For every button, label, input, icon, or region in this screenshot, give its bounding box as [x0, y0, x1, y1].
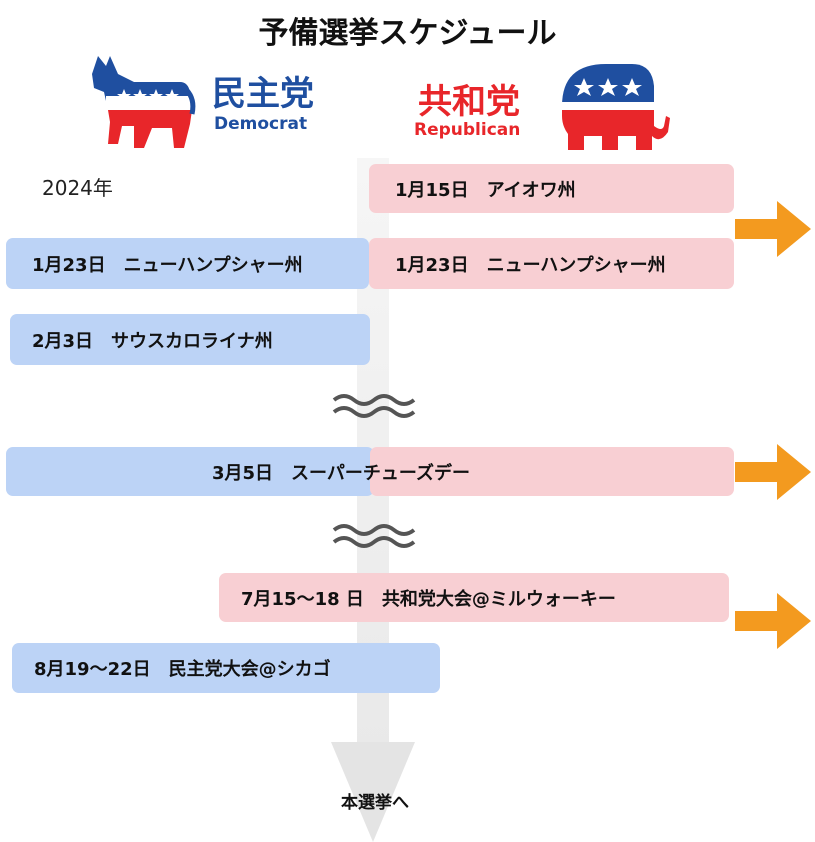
event-democrat-convention: 8月19～22日 民主党大会@シカゴ	[12, 643, 440, 693]
republican-name: 共和党	[418, 82, 520, 122]
event-super-tuesday-republican-side	[370, 447, 734, 496]
event-label: 7月15～18 日 共和党大会@ミルウォーキー	[241, 588, 616, 610]
right-arrow-icon	[735, 201, 811, 257]
time-gap-wave-icon	[332, 524, 416, 548]
event-label: 1月15日 アイオワ州	[395, 179, 576, 201]
event-super-tuesday-democrat-side	[6, 447, 374, 496]
event-republican-iowa: 1月15日 アイオワ州	[369, 164, 734, 213]
event-republican-new-hampshire: 1月23日 ニューハンプシャー州	[369, 238, 734, 289]
republican-name-en: Republican	[414, 120, 521, 140]
event-republican-convention: 7月15～18 日 共和党大会@ミルウォーキー	[219, 573, 729, 622]
year-label: 2024年	[42, 176, 113, 200]
time-gap-wave-icon	[332, 394, 416, 418]
page-title: 予備選挙スケジュール	[258, 16, 557, 51]
right-arrow-icon	[735, 593, 811, 649]
event-democrat-new-hampshire: 1月23日 ニューハンプシャー州	[6, 238, 369, 289]
elephant-icon	[562, 64, 670, 150]
event-label: 8月19～22日 民主党大会@シカゴ	[34, 659, 331, 680]
event-label: 2月3日 サウスカロライナ州	[32, 330, 273, 352]
general-election-label: 本選挙へ	[341, 793, 409, 813]
right-arrow-icon	[735, 444, 811, 500]
donkey-icon	[92, 56, 196, 148]
democrat-name-en: Democrat	[214, 114, 308, 134]
event-label: 1月23日 ニューハンプシャー州	[395, 254, 666, 276]
timeline-arrowhead	[331, 742, 415, 842]
event-label: 1月23日 ニューハンプシャー州	[32, 254, 303, 276]
event-democrat-south-carolina: 2月3日 サウスカロライナ州	[10, 314, 370, 365]
democrat-name: 民主党	[212, 74, 314, 114]
event-super-tuesday-label: 3月5日 スーパーチューズデー	[212, 462, 470, 484]
